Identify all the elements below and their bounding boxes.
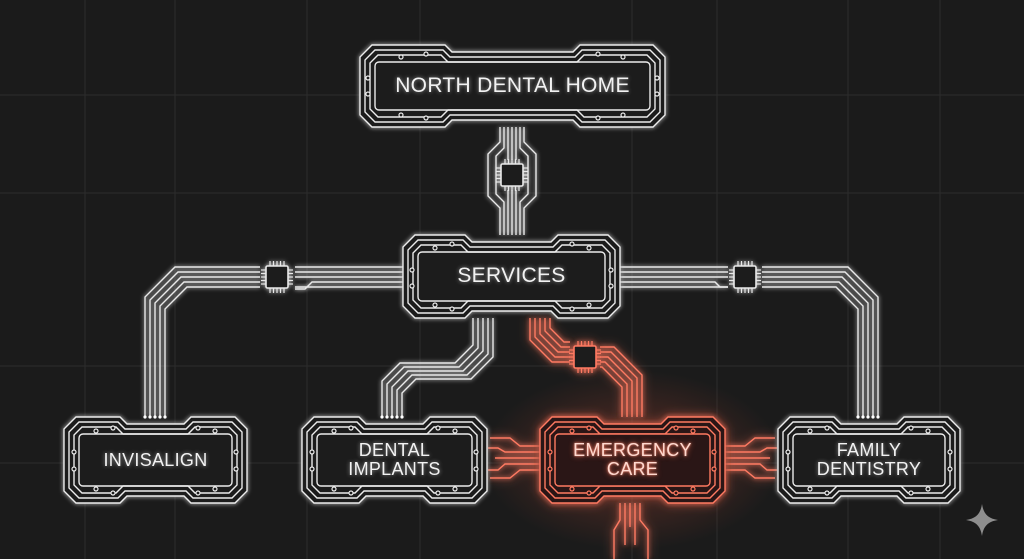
node-services[interactable]: SERVICES (403, 235, 620, 318)
chip-icon (260, 260, 294, 294)
edge-services-emergency-care (529, 318, 643, 417)
node-emergency-care-label: EMERGENCY CARE (573, 440, 692, 479)
node-family-dentistry-label: FAMILY DENTISTRY (816, 440, 922, 479)
edge-services-dental-implants (381, 318, 494, 417)
edge-root-services (487, 127, 537, 235)
edge-services-family-dentistry (620, 266, 879, 417)
edge-services-invisalign (144, 266, 403, 417)
node-root[interactable]: NORTH DENTAL HOME (360, 45, 665, 127)
chip-icon (728, 260, 762, 294)
node-emergency-care[interactable]: EMERGENCY CARE (540, 417, 725, 503)
node-services-label: SERVICES (457, 264, 566, 288)
node-root-label: NORTH DENTAL HOME (395, 73, 630, 97)
sparkle-icon (966, 504, 998, 536)
node-invisalign-label: INVISALIGN (103, 449, 208, 470)
node-frame-services (402, 234, 621, 319)
node-frame-root (359, 44, 666, 128)
chip-icon (495, 158, 529, 192)
connector-traces (144, 127, 879, 417)
node-dental-implants-label: DENTAL IMPLANTS (348, 440, 441, 479)
node-dental-implants[interactable]: DENTAL IMPLANTS (302, 417, 487, 503)
node-family-dentistry[interactable]: FAMILY DENTISTRY (778, 417, 960, 503)
trace-endpoints (143, 415, 880, 419)
node-frame-emergency-care (539, 416, 726, 504)
highlight-traces (488, 318, 777, 559)
node-invisalign[interactable]: INVISALIGN (64, 417, 247, 503)
node-frame-dental-implants (301, 416, 488, 504)
node-frame-family-dentistry (777, 416, 961, 504)
emergency-bottom-traces (613, 503, 649, 559)
emergency-side-traces (488, 437, 777, 479)
node-frame-invisalign (63, 416, 248, 504)
chip-icon (568, 340, 602, 374)
